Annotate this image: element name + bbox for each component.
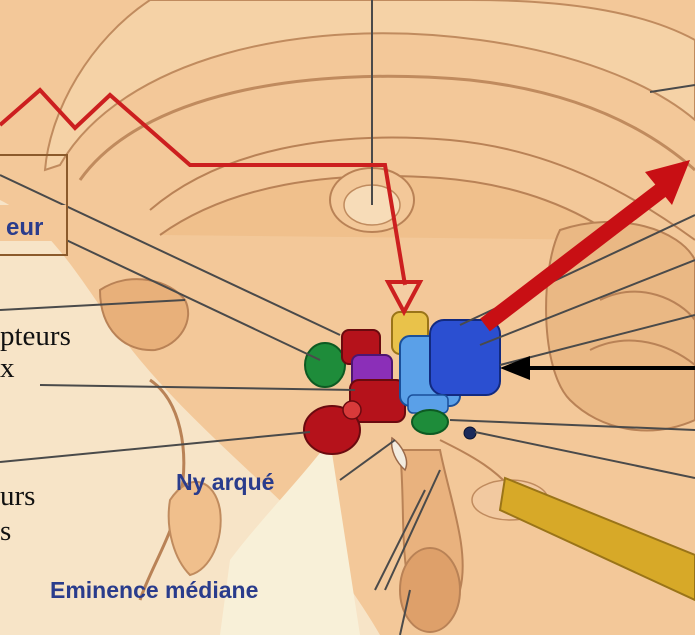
label-ny-arque: Ny arqué — [176, 469, 274, 495]
label-urs: urs — [0, 480, 35, 512]
nucleus-green-left — [305, 343, 345, 387]
label-s: s — [0, 515, 11, 547]
nucleus-blue — [430, 320, 500, 395]
label-x: x — [0, 352, 15, 384]
label-eur: eur — [6, 214, 43, 241]
label-eminence-mediane: Eminence médiane — [50, 577, 258, 603]
nucleus-dark-dot — [464, 427, 476, 439]
nucleus-green-right — [412, 410, 448, 434]
label-pteurs: pteurs — [0, 320, 71, 352]
nucleus-red-small — [343, 401, 361, 419]
